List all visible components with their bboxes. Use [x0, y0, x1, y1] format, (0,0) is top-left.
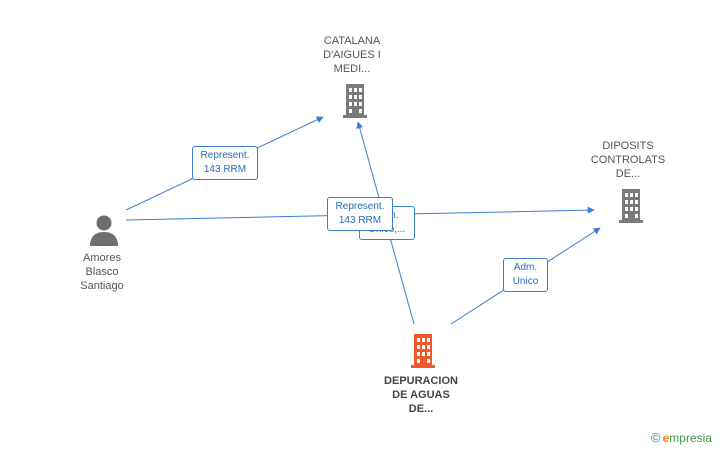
- building-icon[interactable]: [339, 84, 371, 118]
- brand-name: mpresia: [669, 431, 712, 445]
- brand-watermark: ©empresia: [651, 430, 712, 445]
- edge-label-line: Adm.: [513, 262, 538, 273]
- edge-label-line: 143 RRM: [338, 215, 382, 226]
- person-icon[interactable]: [89, 214, 119, 246]
- node-label-line: DEPURACION: [384, 375, 458, 387]
- building-icon[interactable]: [615, 189, 647, 223]
- node-label-line: CONTROLATS: [590, 154, 666, 166]
- node-label-person[interactable]: Amores Blasco Santiago: [62, 251, 142, 293]
- node-label-line: DE AGUAS: [392, 389, 450, 401]
- edge-label-line: Represent.: [200, 150, 250, 161]
- node-label-line: DIPOSITS: [602, 140, 654, 152]
- node-label-diposits[interactable]: DIPOSITS CONTROLATS DE...: [576, 139, 680, 181]
- edge-label-line: Unico: [512, 276, 539, 287]
- copyright-icon: ©: [651, 430, 661, 445]
- node-label-line: Santiago: [80, 280, 124, 292]
- edge-label-depuracion-diposits[interactable]: Adm. Unico: [503, 258, 548, 292]
- node-label-line: CATALANA: [323, 35, 381, 47]
- building-icon[interactable]: [407, 334, 439, 368]
- edge-label-person-catalana[interactable]: Represent. 143 RRM: [192, 146, 258, 180]
- node-label-line: D'AIGUES I: [323, 49, 381, 61]
- edge-label-line: Represent.: [335, 201, 385, 212]
- node-label-line: DE...: [615, 168, 641, 180]
- node-label-line: DE...: [408, 403, 434, 415]
- node-label-line: Amores: [83, 252, 121, 264]
- node-label-catalana[interactable]: CATALANA D'AIGUES I MEDI...: [300, 34, 404, 76]
- node-label-line: Blasco: [85, 266, 119, 278]
- node-label-line: MEDI...: [333, 63, 371, 75]
- node-label-depuracion[interactable]: DEPURACION DE AGUAS DE...: [366, 374, 476, 416]
- edge-label-line: 143 RRM: [203, 164, 247, 175]
- edge-label-person-diposits[interactable]: Represent. 143 RRM: [327, 197, 393, 231]
- brand-initial: e: [662, 431, 670, 445]
